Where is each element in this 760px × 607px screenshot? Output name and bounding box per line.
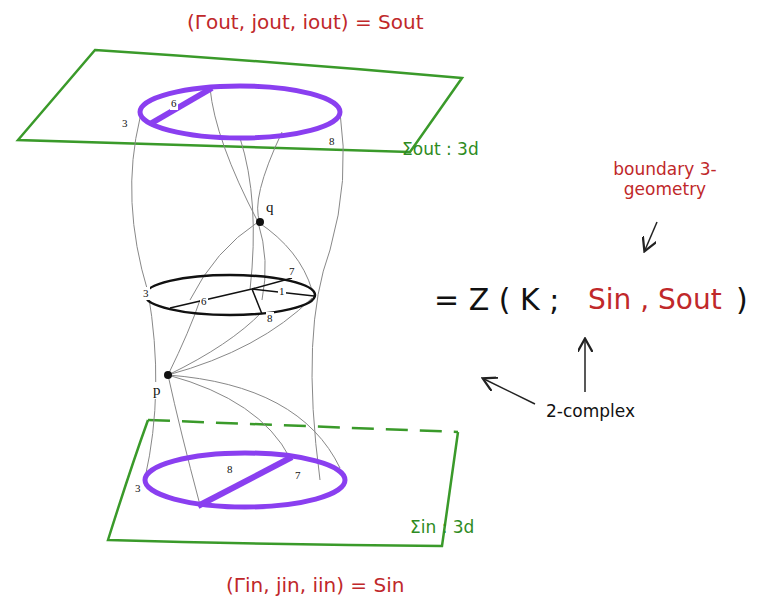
sigma-in-plane	[108, 420, 458, 546]
callout-number-holder: 7	[288, 261, 296, 279]
gamma-out-graph	[140, 86, 340, 138]
two-complex-edges	[170, 278, 314, 314]
two-complex-face	[145, 275, 315, 315]
callout-number-holder: 8	[266, 308, 274, 326]
amplitude-formula: = Z ( K ;	[434, 283, 559, 318]
callout-number: 7	[288, 265, 296, 278]
callout-number-holder: 3	[142, 283, 150, 301]
amplitude-formula-holder: = Z ( K ;	[434, 283, 559, 318]
callout-number: 3	[121, 117, 129, 130]
callout-number-holder: 8	[226, 459, 234, 477]
vertex-q	[256, 218, 264, 226]
callout-number: 6	[200, 295, 208, 308]
callout-number-holder: 7	[294, 465, 302, 483]
amplitude-formula: )	[736, 283, 748, 318]
callout-number: 7	[294, 469, 302, 482]
callout-number-holder: 1	[278, 281, 286, 299]
vertex-label-holder: p	[152, 381, 162, 399]
gamma-in-link	[198, 457, 292, 506]
amplitude-formula-holder: )	[736, 283, 748, 318]
callout-number-holder: 3	[134, 478, 142, 496]
sigma-in-plane-back	[148, 420, 458, 432]
pointer-arrow	[584, 340, 586, 392]
hypersurface-label: Σout : 3d	[402, 140, 479, 160]
vertex-p	[164, 371, 172, 379]
boundary-state-label: (Γin, jin, iin) = Sin	[226, 574, 404, 597]
hypersurface-label-holder: Σout : 3d	[402, 140, 479, 160]
callout-number: 8	[328, 135, 336, 148]
callout-number: 1	[278, 285, 286, 298]
callout-number-holder: 6	[200, 291, 208, 309]
annotation-note: 2-complex	[546, 402, 635, 422]
callout-number-holder: 8	[328, 131, 336, 149]
callout-number: 3	[134, 482, 142, 495]
vertex-label: q	[265, 199, 275, 216]
callout-number: 6	[170, 97, 178, 110]
hypersurface-label: Σin : 3d	[410, 518, 474, 538]
pointer-arrow	[645, 222, 657, 250]
callout-number: 3	[142, 287, 150, 300]
boundary-state-label-holder: (Γin, jin, iin) = Sin	[226, 574, 404, 597]
callout-number: 8	[226, 463, 234, 476]
callout-number-holder: 3	[121, 113, 129, 131]
gamma-in-graph	[145, 453, 345, 507]
callout-number-holder: 6	[170, 93, 178, 111]
vertex-label-holder: q	[265, 198, 275, 216]
annotation-note-holder: 2-complex	[546, 402, 635, 422]
amplitude-formula-boundary-holder: Sin , Sout	[588, 284, 722, 316]
vertex-label: p	[152, 382, 162, 399]
annotation-note: boundary 3-geometry	[610, 160, 720, 199]
annotation-note-holder: boundary 3-geometry	[610, 160, 720, 199]
sigma-out-plane	[18, 50, 462, 152]
pointer-arrow	[484, 379, 535, 404]
hypersurface-label-holder: Σin : 3d	[410, 518, 474, 538]
boundary-state-label: (Γout, jout, iout) = Sout	[187, 11, 423, 34]
boundary-state-label-holder: (Γout, jout, iout) = Sout	[187, 11, 423, 34]
worldlines	[132, 88, 344, 505]
callout-number: 8	[266, 312, 274, 325]
amplitude-formula-boundary: Sin , Sout	[588, 284, 722, 316]
gamma-out-link	[150, 88, 212, 124]
